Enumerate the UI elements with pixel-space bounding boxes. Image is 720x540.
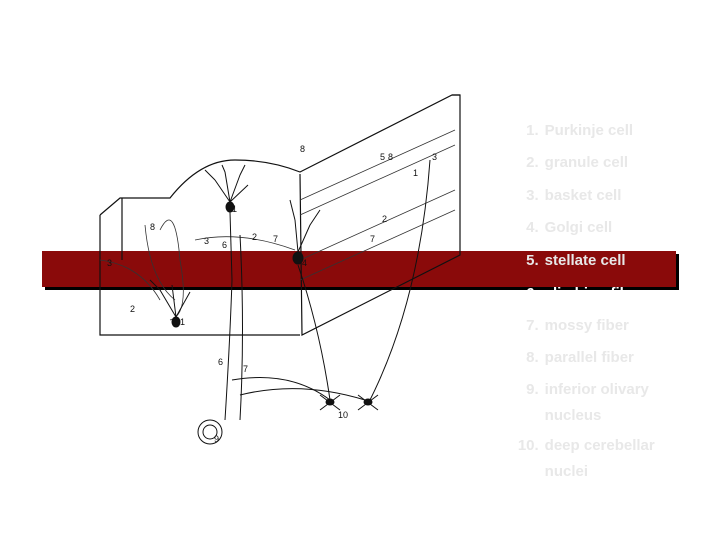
legend-text: climbing fiber	[544, 285, 644, 302]
legend-num: 5.	[526, 252, 539, 269]
cortex-block	[99, 94, 461, 336]
label-5: 5	[380, 152, 385, 162]
label-7b: 7	[370, 234, 375, 244]
legend-num: 4.	[526, 219, 539, 236]
legend-num: 7.	[526, 317, 539, 334]
label-10: 10	[338, 410, 348, 420]
legend-num: 9.	[526, 381, 539, 398]
legend-text: Purkinje cell	[544, 122, 634, 139]
label-7c: 7	[243, 364, 248, 374]
legend-item-2: 2. granule cell	[496, 124, 696, 202]
legend-text: basket cell	[544, 187, 622, 204]
legend-text: stellate cell	[544, 252, 626, 269]
legend-text: parallel fiber	[544, 349, 634, 366]
legend-text: deep cerebellar nuclei	[544, 437, 655, 480]
purkinje-cell-right	[289, 199, 321, 265]
folia-layers	[99, 129, 456, 321]
label-2b: 2	[252, 232, 257, 242]
legend-item-8: 8. parallel fiber	[496, 319, 696, 397]
label-1c: 1	[413, 168, 418, 178]
legend-item-10: 10. deep cerebellar nuclei	[496, 407, 696, 511]
legend-num: 10.	[517, 437, 539, 454]
purkinje-cell-left	[204, 164, 249, 281]
label-8b: 8	[300, 144, 305, 154]
label-8a: 8	[150, 222, 155, 232]
label-3a: 3	[107, 258, 112, 268]
legend-text: Golgi cell	[544, 219, 613, 236]
fibers	[224, 159, 431, 421]
highlight-bar	[42, 251, 676, 287]
legend-item-5: 5. stellate cell	[496, 222, 696, 300]
label-3b: 3	[204, 236, 209, 246]
label-2a: 2	[130, 304, 135, 314]
label-1b: 1	[180, 317, 185, 327]
legend-item-3: 3. basket cell	[496, 157, 696, 235]
purkinje-cell-bottom	[149, 279, 191, 328]
legend-num: 6.	[526, 285, 539, 302]
legend-item-7: 7. mossy fiber	[496, 287, 696, 365]
legend-item-9: 9. inferior olivary nucleus	[496, 351, 696, 455]
legend-num: 8.	[526, 349, 539, 366]
label-1a: 1	[232, 204, 237, 214]
deep-nuclei	[319, 394, 379, 411]
legend-item-6: 6. climbing fiber	[496, 255, 696, 333]
label-9: 9	[214, 434, 219, 444]
legend-text: mossy fiber	[544, 317, 629, 334]
legend-num: 2.	[526, 154, 539, 171]
legend-num: 1.	[526, 122, 539, 139]
inferior-olive	[197, 419, 223, 445]
label-8c: 8	[388, 152, 393, 162]
label-4: 4	[302, 258, 307, 268]
label-3c: 3	[432, 152, 437, 162]
legend-item-1: 1. Purkinje cell	[496, 92, 696, 170]
legend-text: granule cell	[544, 154, 629, 171]
label-6a: 6	[222, 240, 227, 250]
legend-text: inferior olivary nucleus	[544, 381, 649, 424]
label-2c: 2	[382, 214, 387, 224]
label-6b: 6	[218, 357, 223, 367]
legend-item-4: 4. Golgi cell	[496, 189, 696, 267]
label-7a: 7	[273, 234, 278, 244]
diagram-numbers: 1 1 1 2 2 2 3 3 3 4 5 6 6 7 7 7 8 8 8 9 …	[107, 144, 437, 444]
legend-num: 3.	[526, 187, 539, 204]
